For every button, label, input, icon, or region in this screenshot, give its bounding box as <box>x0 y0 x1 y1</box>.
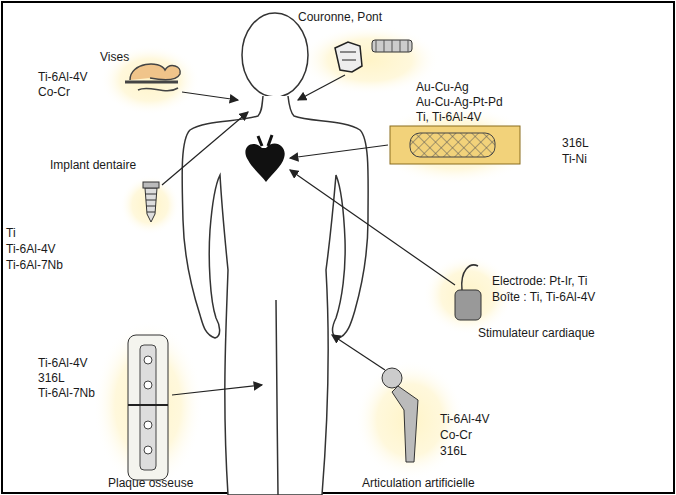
material-name: Ti-6Al-4V <box>6 242 56 256</box>
material-name: Ti, Ti-6Al-4V <box>416 110 482 124</box>
part-name: Vises <box>100 50 129 64</box>
material-name: 316L <box>38 371 65 385</box>
material-name: Ti <box>6 226 16 240</box>
part-name: Plaque osseuse <box>108 476 193 490</box>
part-name: Couronne, Pont <box>298 10 382 24</box>
part-name: Stimulateur cardiaque <box>478 326 595 340</box>
material-name: Electrode: Pt-Ir, Ti <box>492 274 587 288</box>
part-name: Articulation artificielle <box>362 476 475 490</box>
part-name: Implant dentaire <box>50 158 136 172</box>
material-name: Co-Cr <box>38 85 70 99</box>
material-name: Boîte : Ti, Ti-6Al-4V <box>492 290 595 304</box>
material-name: Au-Cu-Ag-Pt-Pd <box>416 95 503 109</box>
material-name: Ti-6Al-4V <box>38 70 88 84</box>
material-name: 316L <box>440 444 467 458</box>
material-name: Ti-6Al-4V <box>440 412 490 426</box>
material-name: Co-Cr <box>440 428 472 442</box>
material-name: 316L <box>562 136 589 150</box>
material-name: Ti-6Al-7Nb <box>38 386 95 400</box>
material-name: Ti-6Al-4V <box>38 356 88 370</box>
material-name: Ti-Ni <box>562 152 587 166</box>
material-name: Au-Cu-Ag <box>416 80 469 94</box>
material-name: Ti-6Al-7Nb <box>6 258 63 272</box>
